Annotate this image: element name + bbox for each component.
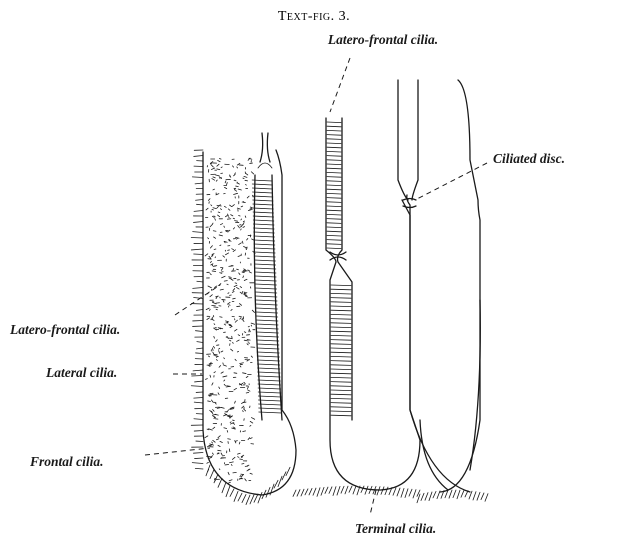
label-lateral: Lateral cilia.	[45, 365, 117, 380]
label-ciliated-disc: Ciliated disc.	[493, 151, 565, 166]
label-terminal: Terminal cilia.	[355, 521, 436, 536]
figure-title: Text-fig. 3.	[278, 9, 350, 24]
leader-frontal	[145, 448, 210, 455]
leader-ciliated-disc	[415, 163, 487, 200]
filament-stipple	[205, 158, 255, 483]
left-filament	[191, 133, 296, 505]
leader-latero-frontal-top	[330, 58, 350, 112]
label-latero-frontal-left: Latero-frontal cilia.	[9, 322, 120, 337]
label-frontal: Frontal cilia.	[29, 454, 104, 469]
right-filaments	[398, 80, 480, 492]
lateral-cilia-hairs	[191, 150, 203, 469]
striated-band-left	[252, 180, 282, 413]
frontal-cilia-fringe	[206, 465, 290, 505]
middle-filament	[326, 118, 420, 490]
label-latero-frontal-top: Latero-frontal cilia.	[327, 32, 438, 47]
